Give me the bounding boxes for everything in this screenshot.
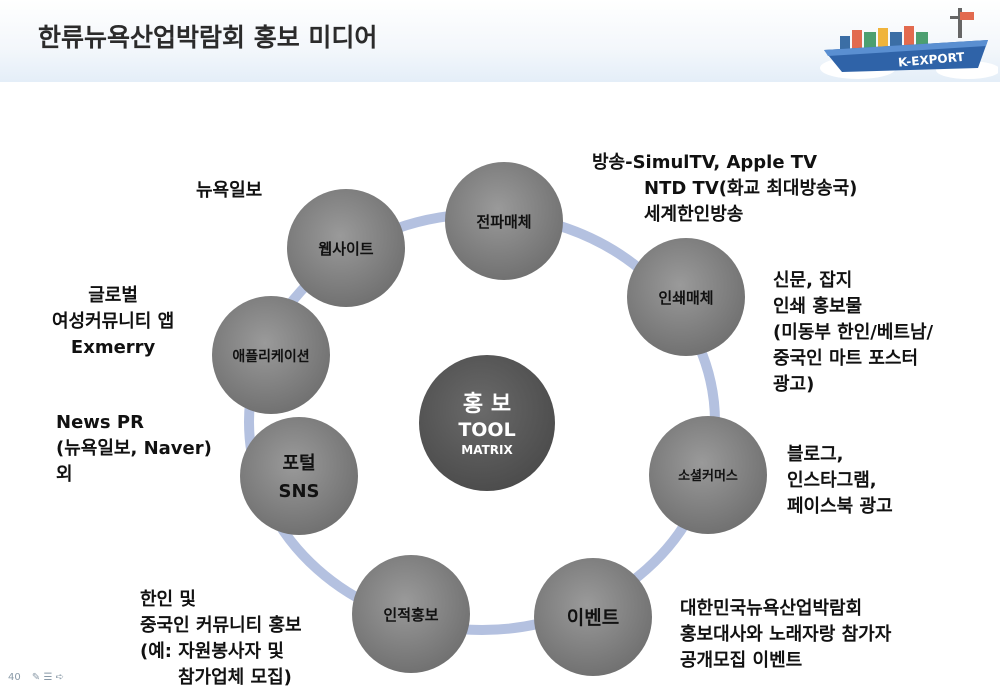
desc-social: 블로그, 인스타그램, 페이스북 광고 <box>787 444 893 517</box>
node-personal[interactable]: 인적홍보 <box>352 555 470 673</box>
desc-personal: 한인 및 중국인 커뮤니티 홍보 (예: 자원봉사자 및 참가업체 모집) <box>140 589 302 688</box>
svg-text:이벤트: 이벤트 <box>567 607 619 629</box>
desc-app: 글로벌 여성커뮤니티 앱 Exmerry <box>52 285 175 358</box>
svg-text:TOOL: TOOL <box>458 419 515 441</box>
node-portal-sns[interactable]: 포털 SNS <box>240 417 358 535</box>
node-social-commerce[interactable]: 소셜커머스 <box>649 416 767 534</box>
page-number: 40 <box>8 672 21 683</box>
svg-text:포털: 포털 <box>282 453 315 474</box>
svg-text:애플리케이션: 애플리케이션 <box>232 348 309 365</box>
node-website[interactable]: 웹사이트 <box>287 189 405 307</box>
svg-text:SNS: SNS <box>279 481 320 502</box>
node-broadcast[interactable]: 전파매체 <box>445 162 563 280</box>
node-print[interactable]: 인쇄매체 <box>627 238 745 356</box>
desc-website: 뉴욕일보 <box>196 180 263 201</box>
svg-text:웹사이트: 웹사이트 <box>318 240 373 258</box>
pen-icon[interactable]: ✎ <box>31 672 41 683</box>
desc-broadcast: 방송-SimulTV, Apple TV NTD TV(화교 최대방송국) 세계… <box>592 152 858 225</box>
svg-text:인쇄매체: 인쇄매체 <box>658 289 713 307</box>
desc-portal: News PR (뉴욕일보, Naver) 외 <box>56 412 212 485</box>
next-icon[interactable]: ➪ <box>55 672 65 683</box>
logo-text: K-EXPORT <box>898 50 966 70</box>
node-event[interactable]: 이벤트 <box>534 558 652 676</box>
cargo-ship-logo: K-EXPORT <box>820 8 998 79</box>
desc-print: 신문, 잡지 인쇄 홍보물 (미동부 한인/베트남/ 중국인 마트 포스터 광고… <box>773 270 934 395</box>
header-banner: 한류뉴욕산업박람회 홍보 미디어 K-EXPORT <box>0 0 1000 82</box>
svg-text:전파매체: 전파매체 <box>476 213 531 231</box>
node-application[interactable]: 애플리케이션 <box>212 296 330 414</box>
svg-text:인적홍보: 인적홍보 <box>383 606 438 624</box>
svg-text:홍 보: 홍 보 <box>463 392 511 417</box>
menu-icon[interactable]: ☰ <box>43 672 53 683</box>
center-node: 홍 보 TOOL MATRIX <box>419 355 555 491</box>
svg-text:소셜커머스: 소셜커머스 <box>678 468 738 484</box>
page-title: 한류뉴욕산업박람회 홍보 미디어 <box>38 23 378 52</box>
desc-event: 대한민국뉴욕산업박람회 홍보대사와 노래자랑 참가자 공개모집 이벤트 <box>680 598 892 671</box>
slide-footer: 40 ✎ ☰ ➪ <box>8 672 64 683</box>
svg-text:MATRIX: MATRIX <box>461 443 513 457</box>
